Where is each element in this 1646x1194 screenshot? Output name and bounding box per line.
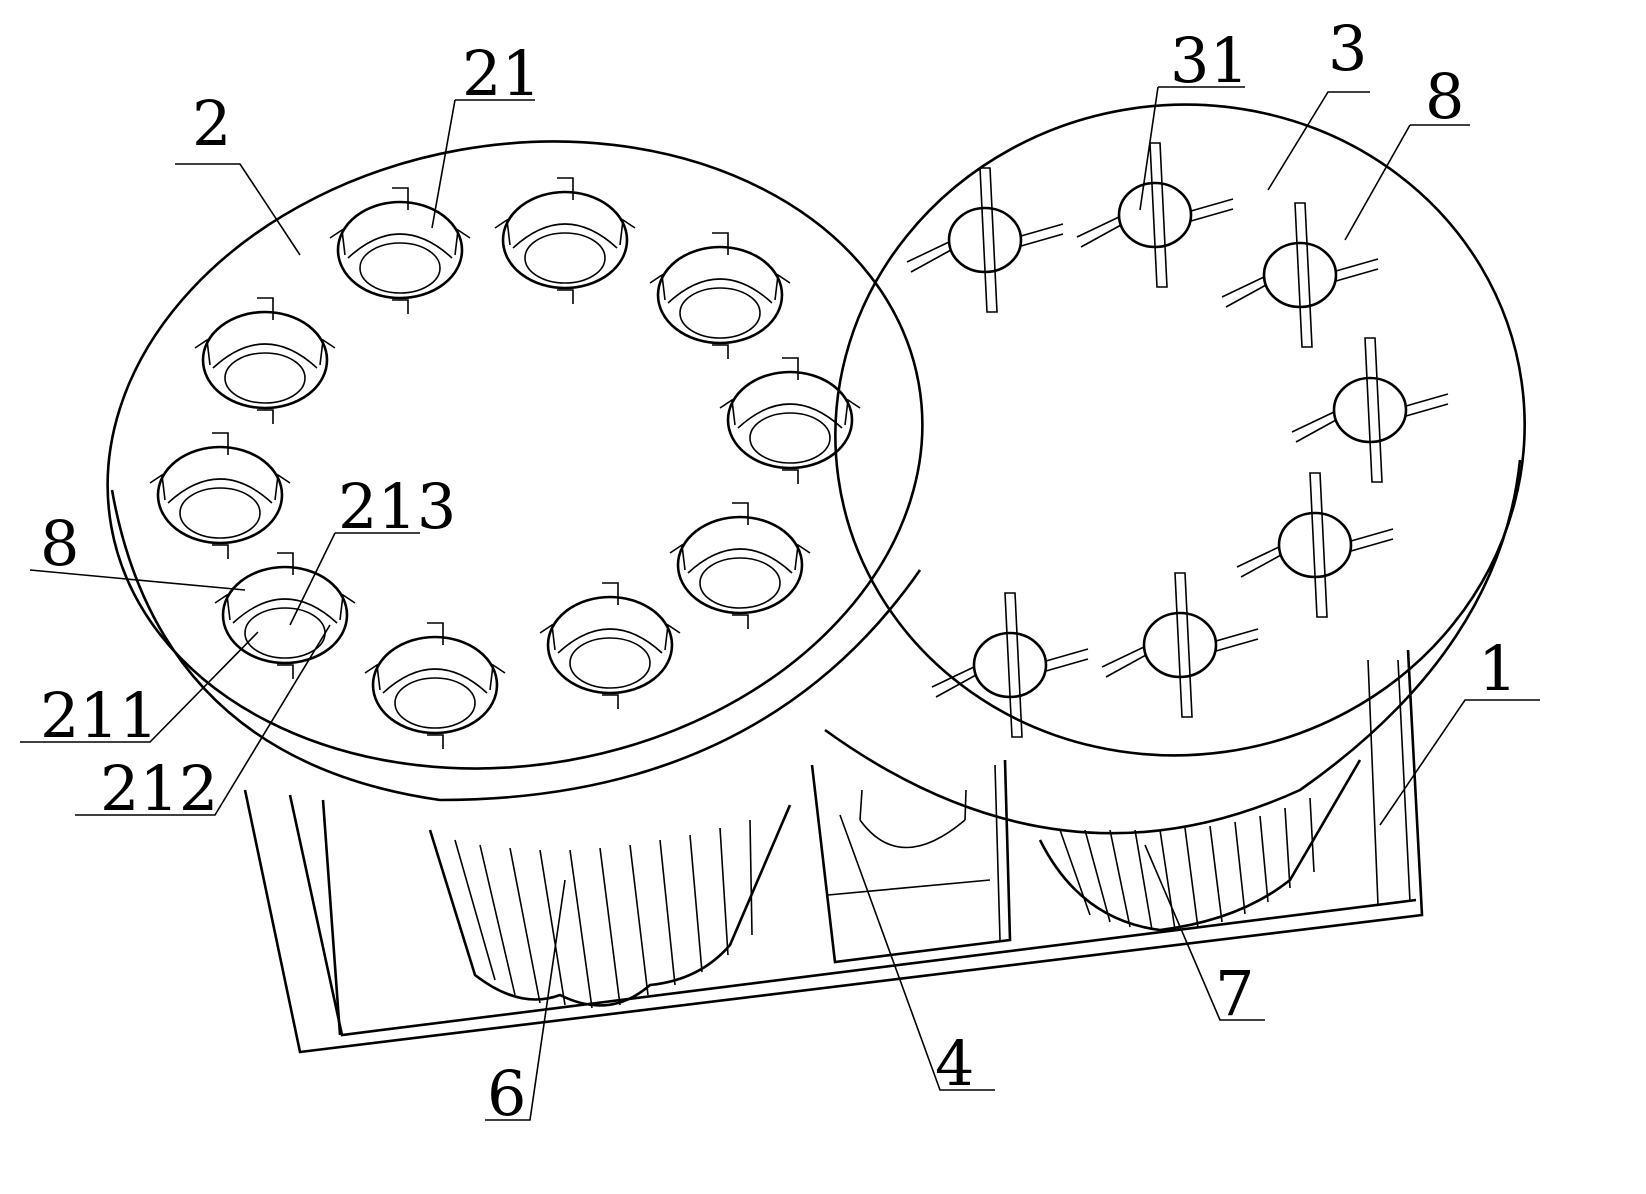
cup-hole — [194, 297, 336, 424]
cup-hole — [364, 622, 506, 749]
label-6: 6 — [487, 1057, 526, 1130]
leader-lines — [20, 86, 1540, 1121]
disc-right — [824, 103, 1526, 835]
cross-hole — [1291, 337, 1449, 483]
right-disc-holes — [906, 142, 1449, 738]
cup-hole — [214, 552, 356, 679]
label-211: 211 — [40, 679, 158, 752]
callout-labels: 2 21 213 8 211 212 31 3 8 1 4 6 7 — [40, 12, 1517, 1130]
base-frame — [243, 649, 1424, 1054]
cup-hole — [669, 502, 811, 629]
label-4: 4 — [935, 1027, 974, 1100]
label-8-right: 8 — [1425, 60, 1464, 133]
cross-hole — [1221, 202, 1379, 348]
left-disc-holes — [149, 177, 861, 749]
label-212: 212 — [100, 752, 218, 825]
cross-hole — [906, 167, 1064, 313]
cup-hole — [539, 582, 681, 709]
label-3: 3 — [1328, 12, 1367, 85]
cross-hole — [1236, 472, 1394, 618]
label-21: 21 — [462, 37, 541, 110]
cross-hole — [1101, 572, 1259, 718]
label-2: 2 — [192, 87, 231, 160]
cup-hole — [719, 357, 861, 484]
label-31: 31 — [1170, 24, 1249, 97]
label-8-left: 8 — [40, 507, 79, 580]
gear-right — [1038, 759, 1362, 932]
cup-hole — [329, 187, 471, 314]
cross-hole — [1076, 142, 1234, 288]
cross-hole — [931, 592, 1089, 738]
cup-hole — [649, 232, 791, 359]
disc-left — [106, 140, 924, 802]
label-1: 1 — [1478, 632, 1517, 705]
cup-hole — [494, 177, 636, 304]
label-213: 213 — [338, 470, 456, 543]
label-7: 7 — [1215, 957, 1254, 1030]
gear-left — [428, 804, 792, 1009]
motor-block — [810, 759, 1012, 964]
cup-hole — [149, 432, 291, 559]
